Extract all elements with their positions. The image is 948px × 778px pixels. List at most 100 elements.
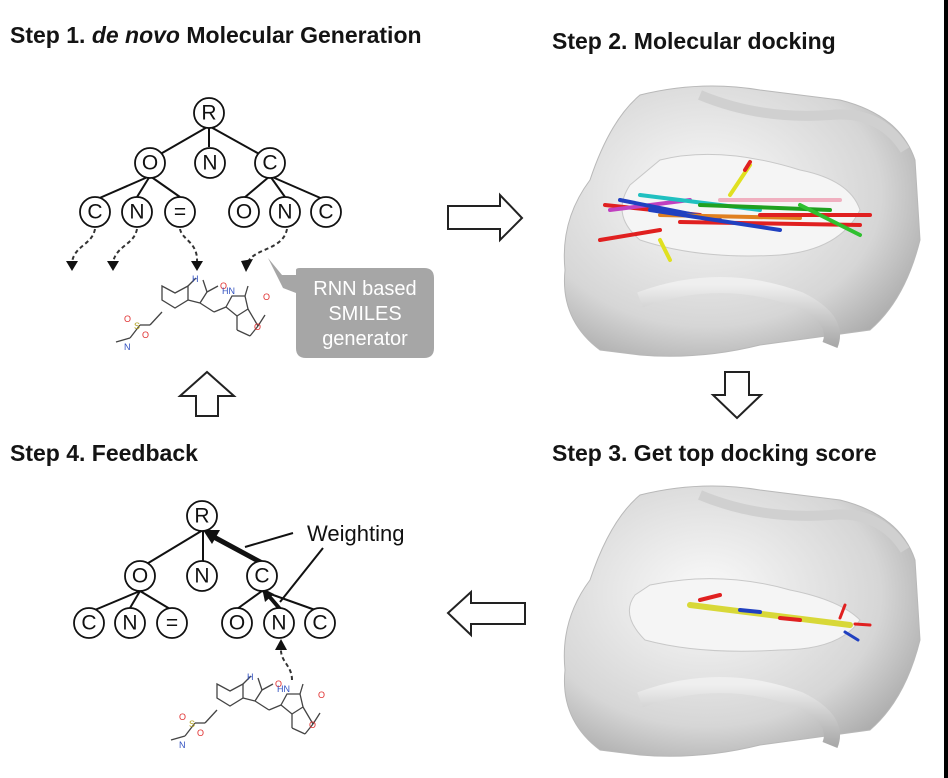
svg-text:O: O	[229, 612, 245, 635]
generated-molecule: H O HN O O S O O N	[115, 274, 270, 352]
step1-prefix: Step 1.	[10, 22, 92, 48]
tree-edge	[243, 175, 271, 199]
annotation-leader	[244, 532, 294, 548]
arrowhead-icon	[107, 261, 119, 271]
tree-node-l2: C	[304, 607, 336, 639]
svg-text:C: C	[318, 201, 333, 224]
step4-title: Step 4. Feedback	[10, 440, 198, 466]
svg-text:O: O	[132, 565, 148, 588]
arrowhead-icon	[66, 261, 78, 271]
arrowhead-icon	[241, 259, 253, 272]
svg-text:C: C	[262, 152, 277, 175]
tree-node-l2: N	[121, 196, 153, 228]
up-arrow-icon	[177, 370, 237, 417]
svg-text:=: =	[166, 612, 178, 635]
svg-text:O: O	[220, 281, 227, 291]
dashed-arrow	[71, 228, 96, 263]
tree-edge	[139, 529, 204, 569]
tree-node-l2: C	[310, 196, 342, 228]
right-edge-border	[944, 0, 948, 778]
callout-shape	[268, 258, 434, 358]
ligand-poses	[598, 160, 872, 262]
svg-text:O: O	[254, 322, 261, 332]
tree-edge	[136, 175, 151, 198]
callout-line: generator	[322, 328, 408, 350]
tree-edge	[236, 590, 263, 610]
right-arrow-icon	[447, 192, 524, 243]
rnn-callout: RNN based SMILES generator	[268, 258, 434, 358]
tree-node-l1: N	[186, 560, 218, 592]
svg-text:N: N	[129, 201, 144, 224]
tree-node-l1: C	[246, 560, 278, 592]
tree-node-l2: O	[221, 607, 253, 639]
arrowhead-icon	[191, 261, 203, 271]
svg-text:H: H	[192, 274, 199, 284]
svg-text:O: O	[124, 314, 131, 324]
generation-tree: R O N C C N = O N C	[66, 97, 342, 272]
svg-text:C: C	[312, 612, 327, 635]
tree-node-l2: N	[263, 607, 295, 639]
protein-ribbon	[637, 677, 840, 748]
svg-text:C: C	[81, 612, 96, 635]
step1-italic: de novo	[91, 22, 180, 48]
down-arrow-icon	[710, 371, 764, 420]
tree-edge	[129, 590, 141, 609]
dashed-arrow	[112, 228, 138, 263]
callout-line: SMILES	[328, 303, 401, 325]
protein-ribbon	[637, 277, 840, 348]
tree-node-l1: C	[254, 147, 286, 179]
step3-title: Step 3. Get top docking score	[552, 440, 877, 466]
protein-ribbon	[698, 90, 910, 153]
svg-text:N: N	[122, 612, 137, 635]
svg-text:N: N	[277, 201, 292, 224]
tree-node-l2: N	[269, 196, 301, 228]
tree-edge	[89, 590, 141, 613]
callout-line: RNN based	[313, 278, 416, 300]
tree-node-l1: N	[194, 147, 226, 179]
binding-pocket	[628, 578, 861, 652]
svg-text:N: N	[202, 152, 217, 175]
svg-text:C: C	[254, 565, 269, 588]
annotation-leader	[279, 547, 324, 603]
weighting-arrow	[210, 533, 264, 566]
tree-edge	[149, 175, 181, 198]
weighting-label: Weighting	[307, 521, 404, 546]
protein-ribbon	[698, 490, 910, 553]
svg-text:O: O	[263, 292, 270, 302]
step1-suffix: Molecular Generation	[179, 22, 422, 48]
docking-image-top-pose	[563, 485, 921, 757]
tree-edge	[139, 590, 171, 610]
dashed-arrow	[247, 228, 288, 263]
svg-text:N: N	[271, 612, 286, 635]
tree-node-l2: O	[228, 196, 260, 228]
arrowhead-icon	[203, 530, 220, 544]
arrowhead-icon	[275, 639, 287, 650]
svg-text:C: C	[87, 201, 102, 224]
dashed-arrow	[179, 228, 199, 263]
tree-node-root: R	[186, 500, 218, 532]
tree-node-l2: C	[73, 607, 105, 639]
svg-text:R: R	[194, 505, 209, 528]
tree-node-l2: C	[79, 196, 111, 228]
tree-edge	[269, 175, 286, 198]
svg-text:R: R	[201, 102, 216, 125]
tree-node-l1: O	[134, 147, 166, 179]
left-arrow-icon	[446, 589, 526, 638]
tree-edge	[269, 175, 326, 201]
tree-node-l1: O	[124, 560, 156, 592]
dashed-arrow	[279, 647, 293, 681]
tree-node-l2: =	[164, 196, 196, 228]
tree-node-l2: =	[156, 607, 188, 639]
svg-text:S: S	[134, 321, 140, 331]
feedback-molecule	[170, 671, 326, 751]
svg-text:O: O	[142, 330, 149, 340]
tree-edge	[94, 175, 151, 201]
step1-title: Step 1. de novo Molecular Generation	[10, 22, 422, 49]
step2-title: Step 2. Molecular docking	[552, 28, 836, 54]
svg-text:HN: HN	[222, 286, 235, 296]
svg-text:=: =	[174, 201, 186, 224]
svg-text:O: O	[236, 201, 252, 224]
svg-text:N: N	[124, 342, 131, 352]
top-ligand	[687, 593, 872, 642]
